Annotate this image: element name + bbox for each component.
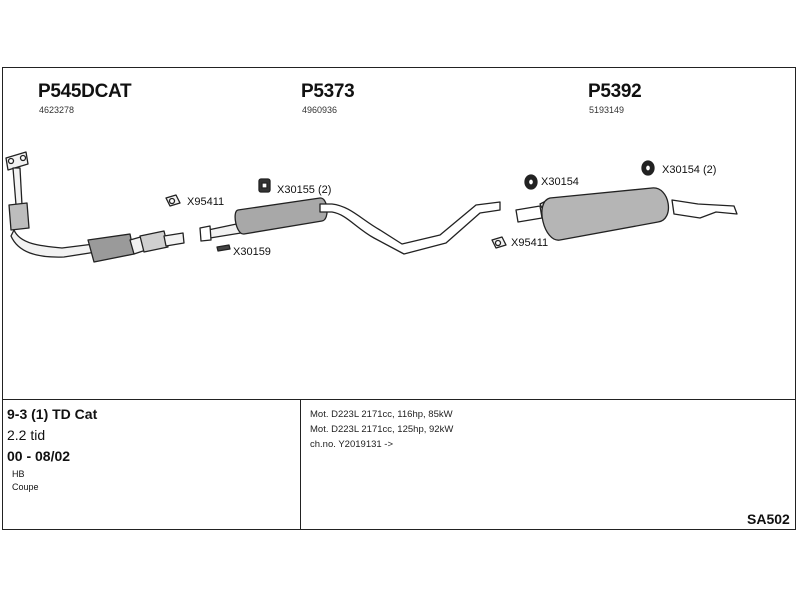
part-number-rear-silencer[interactable]: P5392	[588, 81, 642, 102]
hardware-label-x30154-2: X30154 (2)	[662, 164, 717, 176]
body-type-coupe: Coupe	[12, 482, 39, 492]
oe-number-rear-silencer: 5193149	[589, 105, 625, 115]
vehicle-years: 00 - 08/02	[7, 448, 71, 464]
system-code: SA502	[747, 511, 790, 527]
part-number-middle-silencer[interactable]: P5373	[301, 81, 355, 102]
rubber-ring-icon-x30154[interactable]	[524, 174, 538, 190]
clamp-icon-x95411-rear[interactable]	[491, 236, 507, 249]
catalyst-assembly[interactable]	[5, 151, 185, 263]
hardware-label-x95411-front: X95411	[187, 196, 225, 208]
oe-number-middle-silencer: 4960936	[302, 105, 338, 115]
info-column-divider	[300, 399, 301, 529]
section-divider	[3, 399, 795, 400]
vehicle-engine: 2.2 tid	[7, 427, 46, 443]
vehicle-model: 9-3 (1) TD Cat	[7, 406, 98, 422]
exhaust-diagram-sheet	[2, 67, 796, 530]
rubber-mount-icon-x30155[interactable]	[258, 178, 271, 193]
part-number-catalyst[interactable]: P545DCAT	[38, 81, 132, 102]
hardware-label-x30155: X30155 (2)	[277, 184, 332, 196]
middle-silencer-assembly[interactable]	[199, 197, 501, 255]
body-type-hb: HB	[12, 469, 25, 479]
hardware-label-x30159: X30159	[233, 246, 271, 258]
oe-number-catalyst: 4623278	[39, 105, 75, 115]
rubber-ring-icon-x30154-2[interactable]	[641, 160, 655, 176]
motor-info-line-2: Mot. D223L 2171cc, 125hp, 92kW	[310, 424, 454, 435]
motor-info-line-1: Mot. D223L 2171cc, 116hp, 85kW	[310, 409, 453, 420]
motor-info-line-3: ch.no. Y2019131 ->	[310, 439, 394, 450]
rear-silencer-assembly[interactable]	[515, 187, 738, 241]
clamp-icon-x95411-front[interactable]	[165, 194, 181, 207]
hardware-label-x30154: X30154	[541, 176, 579, 188]
bracket-icon-x30159[interactable]	[216, 244, 231, 252]
hardware-label-x95411-rear: X95411	[511, 237, 549, 249]
